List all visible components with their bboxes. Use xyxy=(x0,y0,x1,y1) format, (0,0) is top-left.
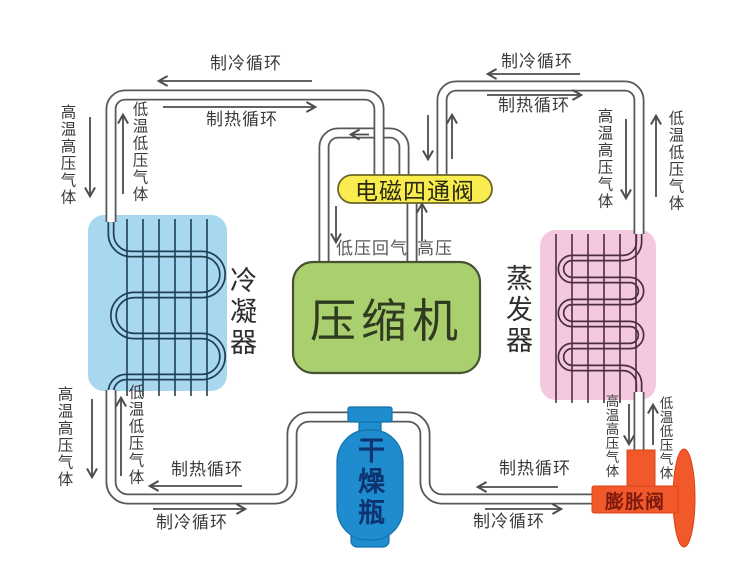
label-cooling-cycle-bottom-left: 制冷循环 xyxy=(156,513,228,532)
label-hot-gas-expansion: 高温高压气体 xyxy=(603,394,619,478)
condenser-box xyxy=(88,215,227,391)
label-heating-cycle-bottom-left: 制热循环 xyxy=(171,460,243,479)
expansion-valve-body xyxy=(591,448,696,548)
pipe-condenser-to-bottle xyxy=(105,390,360,505)
pipe-condenser-to-bottle xyxy=(107,390,360,503)
evaporator-coil xyxy=(557,230,645,394)
bottle-cap xyxy=(347,406,393,423)
expansion-valve-stem xyxy=(626,449,656,493)
evaporator-fins xyxy=(555,234,637,403)
coil-inner xyxy=(559,230,643,394)
label-heating-cycle-bottom-right: 制热循环 xyxy=(499,459,571,478)
compressor-label: 压缩机 xyxy=(310,295,463,347)
label-heating-cycle-top-left: 制热循环 xyxy=(206,110,278,129)
label-hot-gas-left-upper: 高温高压气体 xyxy=(58,104,76,206)
evaporator-box xyxy=(540,230,656,400)
coil-inner xyxy=(109,216,225,393)
label-cooling-cycle-top-right: 制冷循环 xyxy=(501,52,573,71)
drier-bottle-body xyxy=(336,406,404,548)
condenser-fins xyxy=(126,219,208,396)
label-cooling-cycle-bottom-right: 制冷循环 xyxy=(473,512,545,531)
pipes xyxy=(105,80,645,505)
compressor-body xyxy=(291,260,482,375)
label-cold-gas-right-upper: 低温低压气体 xyxy=(666,110,684,212)
label-cold-gas-left-lower: 低温低压气体 xyxy=(126,384,144,486)
label-heating-cycle-top-right: 制热循环 xyxy=(498,96,570,115)
label-discharge-line: 高压 xyxy=(417,239,453,258)
expansion-valve-bar xyxy=(591,485,679,514)
bottle-tank xyxy=(336,429,404,541)
label-cold-gas-expansion: 低温低压气体 xyxy=(657,396,673,480)
pipe-bottle-to-expansion xyxy=(386,413,602,503)
pipe-valve-to-evaporator xyxy=(438,82,643,234)
label-hot-gas-right-upper: 高温高压气体 xyxy=(595,108,613,210)
four-way-valve-body xyxy=(337,174,493,204)
label-suction-line: 低压回气 xyxy=(336,239,408,258)
condenser-coil xyxy=(107,216,226,393)
label-cooling-cycle-top-left: 制冷循环 xyxy=(210,54,282,73)
flow-arrows xyxy=(84,68,662,515)
label-hot-gas-left-lower: 高温高压气体 xyxy=(55,386,73,488)
condenser-label: 冷凝器 xyxy=(226,266,256,359)
drier-bottle-label: 干燥瓶 xyxy=(354,436,384,529)
expansion-valve-label: 膨胀阀 xyxy=(604,491,665,513)
evaporator-label: 蒸发器 xyxy=(502,264,532,357)
four-way-valve-label: 电磁四通阀 xyxy=(355,179,475,204)
label-cold-gas-left-upper: 低温低压气体 xyxy=(130,101,148,203)
pipe-valve-to-condenser xyxy=(107,91,383,222)
pipe-suction-loop xyxy=(320,129,408,268)
